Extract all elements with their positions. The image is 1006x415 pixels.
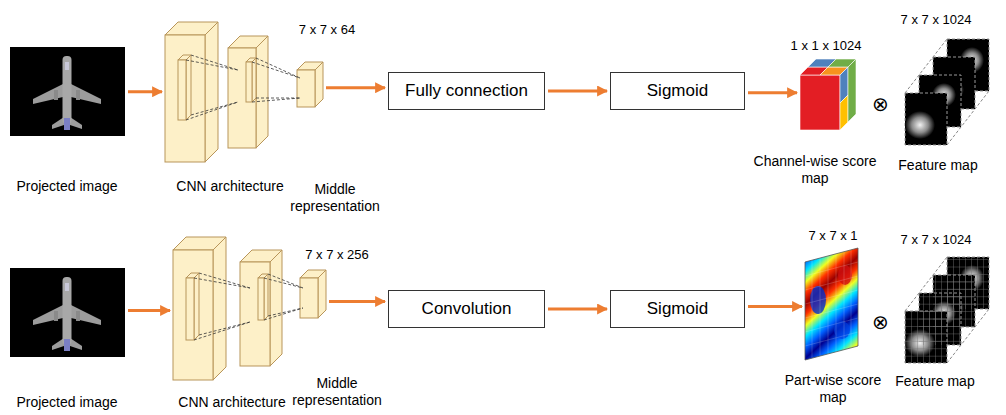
projected-image [10, 268, 125, 357]
flow-arrow [326, 86, 385, 89]
caption: CNN architecture [176, 178, 283, 196]
projected-image: Projected image [10, 268, 125, 357]
flow-arrow [548, 308, 607, 311]
process-box: Fully connection [388, 72, 545, 110]
dimension-label: 1 x 1 x 1024 [791, 38, 862, 54]
flow-arrow [128, 309, 170, 312]
flow-arrow [548, 90, 607, 93]
receptive-field-lines [194, 273, 303, 340]
dimension-label: 7 x 7 x 256 [305, 247, 369, 263]
feature-map: 7 x 7 x 1024Feature map [905, 257, 989, 363]
dimension-label: 7 x 7 x 64 [299, 22, 355, 38]
box-label: Sigmoid [647, 80, 708, 101]
caption: Feature map [895, 373, 974, 391]
dimension-label: 7 x 7 x 1 [808, 228, 857, 244]
operator-symbol: ⊗ [872, 92, 889, 117]
part-score-map: 7 x 7 x 1Part-wise score map [805, 248, 858, 360]
caption: Middle representation [280, 181, 390, 216]
channel-score-map: 1 x 1 x 1024Channel-wise score map [800, 59, 856, 130]
cnn-layers [173, 237, 326, 380]
cnn-architecture: CNN architecture [165, 22, 268, 162]
feature-map: 7 x 7 x 1024Feature map [905, 39, 989, 145]
caption: Projected image [16, 178, 117, 196]
caption: Projected image [16, 394, 117, 412]
box-label: Fully connection [405, 80, 528, 101]
receptive-field-lines [186, 55, 300, 120]
box-label: Convolution [422, 298, 512, 319]
operator-symbol: ⊗ [872, 310, 889, 335]
flow-arrow [748, 91, 797, 94]
flow-arrow [128, 90, 162, 93]
projected-image: Projected image [10, 47, 125, 136]
caption: Feature map [898, 157, 977, 175]
caption: Middle representation [282, 375, 392, 410]
process-box: Convolution [388, 290, 545, 328]
box-label: Sigmoid [647, 298, 708, 319]
dimension-label: 7 x 7 x 1024 [901, 12, 972, 28]
middle-representation: 7 x 7 x 64Middle representation [297, 62, 323, 107]
process-box: Sigmoid [610, 72, 745, 110]
projected-image [10, 47, 125, 136]
flow-arrow [329, 300, 385, 303]
caption: CNN architecture [178, 394, 285, 412]
process-box: Sigmoid [610, 290, 745, 328]
cnn-layers [165, 22, 323, 162]
grid-lines [905, 257, 989, 363]
flow-arrow [748, 305, 802, 308]
caption: Part-wise score map [778, 372, 888, 407]
cnn-architecture: CNN architecture [173, 237, 282, 380]
part-score-map [800, 240, 862, 365]
dimension-label: 7 x 7 x 1024 [901, 232, 972, 248]
middle-representation: 7 x 7 x 256Middle representation [300, 270, 326, 318]
channel-score-cube [800, 59, 856, 130]
caption: Channel-wise score map [750, 153, 880, 188]
